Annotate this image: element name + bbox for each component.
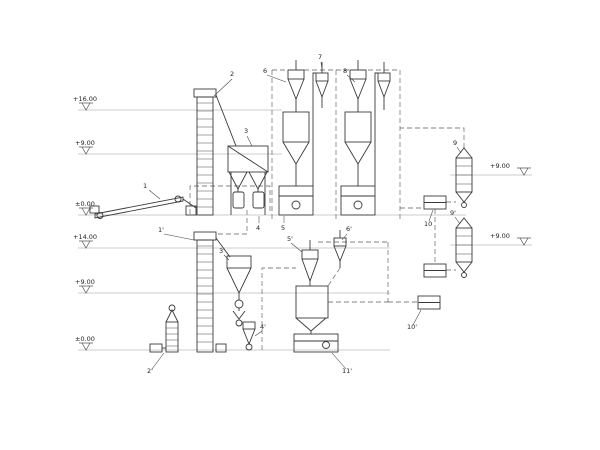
elevation-label: +9.00 <box>490 162 510 170</box>
dashed-connectors <box>189 69 465 350</box>
elevation-label: +9.00 <box>75 278 95 286</box>
inclined-belt-conveyor-1 <box>89 195 197 219</box>
elevation-marker-9-top: +9.00 <box>75 139 95 155</box>
elevation-marker-9-bottom: +9.00 <box>75 278 95 294</box>
elevation-marker-0-top: ±0.00 <box>75 200 95 216</box>
fan-box-10p <box>417 295 441 310</box>
item-label-2: 2 <box>230 70 234 78</box>
elevation-label: +14.00 <box>73 233 97 241</box>
item-label-6p: 6' <box>346 225 352 233</box>
elevation-marker-0-bottom: ±0.00 <box>75 335 95 351</box>
bucket-elevator-2 <box>185 88 237 216</box>
elevation-label: +9.00 <box>75 139 95 147</box>
item-label-11p: 11' <box>342 367 352 375</box>
elevation-label: +16.00 <box>73 95 97 103</box>
surge-bin <box>295 285 329 334</box>
item-label-5: 5 <box>281 224 285 232</box>
item-label-1: 1 <box>143 182 147 190</box>
elevation-label: ±0.00 <box>75 200 95 208</box>
item-label-6: 6 <box>263 67 267 75</box>
item-label-8: 8 <box>343 67 347 75</box>
packer-machine-11p <box>293 333 339 353</box>
elevation-marker-9-right-upper: +9.00 <box>490 162 531 176</box>
item-label-5p: 5' <box>287 235 293 243</box>
elevation-marker-14: +14.00 <box>73 233 97 249</box>
item-label-10: 10 <box>424 220 432 228</box>
item-label-10p: 10' <box>407 323 417 331</box>
fan-box-10b <box>423 263 447 278</box>
elevation-marker-9-right-lower: +9.00 <box>490 232 531 246</box>
elevation-label: +9.00 <box>490 232 510 240</box>
vertical-vessel-9 <box>455 147 473 208</box>
elevation-label: ±0.00 <box>75 335 95 343</box>
small-cyclone-4p <box>242 321 256 351</box>
item-label-3: 3 <box>244 127 248 135</box>
cyclone-unit-a <box>278 60 316 216</box>
aspiration-cyclone-a <box>315 62 329 108</box>
small-elevator-2p <box>149 304 179 353</box>
item-label-9p: 9' <box>450 209 456 217</box>
sieve-separator-3 <box>227 145 269 215</box>
vertical-vessel-9p <box>455 217 473 278</box>
item-label-4p: 4' <box>260 323 266 331</box>
item-label-7: 7 <box>318 53 322 61</box>
bucket-elevator-1p <box>193 231 231 353</box>
elevation-marker-16: +16.00 <box>73 95 97 111</box>
fan-box-10 <box>423 195 447 210</box>
item-label-2p: 2' <box>147 367 153 375</box>
item-labels: 1 2 3 4 5 6 7 8 9 9' 10 10' 1' 2' 3' 4' <box>143 53 462 375</box>
purifier-3p <box>226 255 252 327</box>
item-label-3p: 3' <box>219 247 225 255</box>
item-label-4: 4 <box>256 224 260 232</box>
cyclone-5p <box>301 240 319 286</box>
cyclone-unit-b <box>340 60 378 216</box>
aspiration-cyclone-b <box>377 62 391 110</box>
item-label-1p: 1' <box>158 226 164 234</box>
item-label-9: 9 <box>453 139 457 147</box>
small-cyclone-6p <box>333 230 347 268</box>
